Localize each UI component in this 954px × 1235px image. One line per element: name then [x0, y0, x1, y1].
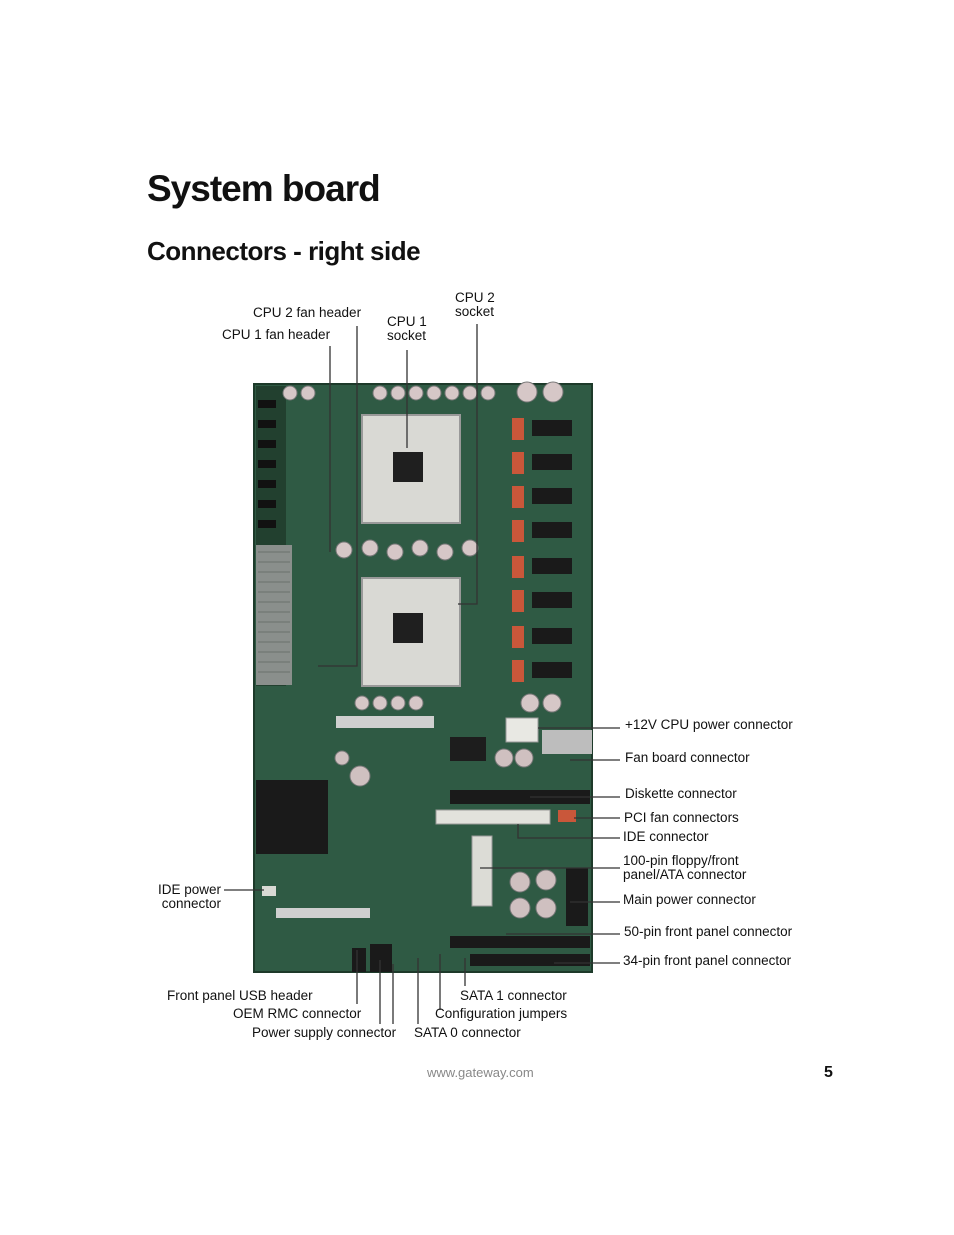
label-ide-power-line1: IDE power [157, 882, 221, 897]
ide-connector-block [435, 809, 551, 825]
main-chipset [256, 780, 328, 854]
label-fan-board-connector: Fan board connector [625, 750, 750, 765]
label-front-panel-usb-header: Front panel USB header [167, 988, 313, 1003]
section-title: Connectors - right side [147, 236, 421, 266]
cpu1-socket-center [393, 452, 423, 482]
label-pci-fan-connectors: PCI fan connectors [624, 810, 739, 825]
cpu2-socket-center [393, 613, 423, 643]
label-sata0-connector: SATA 0 connector [414, 1025, 521, 1040]
vrm-mosfets [532, 420, 572, 678]
pci-fan-block [558, 810, 576, 822]
footer-url: www.gateway.com [427, 1065, 534, 1080]
callout-ide [517, 824, 620, 839]
label-cpu-power-connector: +12V CPU power connector [625, 717, 793, 732]
label-cpu2-socket-line1: CPU 2 [455, 290, 495, 305]
left-slots [258, 400, 276, 528]
chipset-small [450, 737, 486, 761]
label-diskette-connector: Diskette connector [625, 786, 737, 801]
top-capacitors [282, 381, 564, 713]
label-cpu2-fan-header: CPU 2 fan header [253, 305, 362, 320]
bottom-strip [276, 908, 370, 918]
page-number: 5 [824, 1064, 833, 1081]
fp34-block [470, 954, 590, 966]
label-floppy-line1: 100-pin floppy/front [623, 853, 739, 868]
diskette-connector-block [450, 790, 590, 804]
fp50-block [450, 936, 590, 948]
label-configuration-jumpers: Configuration jumpers [435, 1006, 568, 1021]
label-cpu1-socket-line2: socket [387, 328, 427, 343]
heatsink-fins [258, 551, 290, 673]
ide-power-block [262, 886, 276, 896]
label-power-supply-connector: Power supply connector [252, 1025, 397, 1040]
board-texture [253, 383, 593, 973]
label-floppy-line2: panel/ATA connector [623, 867, 747, 882]
heatsink [256, 545, 292, 685]
floppy-connector-block [471, 835, 493, 907]
label-cpu2-socket-line2: socket [455, 304, 495, 319]
cpu-power-connector [505, 717, 539, 743]
label-cpu1-socket-line1: CPU 1 [387, 314, 427, 329]
psu-block [370, 944, 392, 972]
callout-lines [224, 324, 620, 1024]
main-power-block [566, 868, 588, 926]
main-power-caps [334, 748, 557, 919]
label-oem-rmc-connector: OEM RMC connector [233, 1006, 362, 1021]
label-ide-power-line2: connector [161, 896, 221, 911]
memory-slot [336, 716, 434, 728]
usb-header-block [352, 948, 366, 972]
callout-cpu2-fan [318, 326, 358, 667]
label-ide-connector: IDE connector [623, 829, 709, 844]
label-34pin-front-panel: 34-pin front panel connector [623, 953, 792, 968]
callout-cpu2-socket [458, 324, 478, 605]
label-sata1-connector: SATA 1 connector [460, 988, 567, 1003]
page-title: System board [147, 168, 381, 209]
fan-board-connector-block [542, 730, 592, 754]
label-cpu1-fan-header: CPU 1 fan header [222, 327, 331, 342]
label-50pin-front-panel: 50-pin front panel connector [624, 924, 793, 939]
vrm-chokes [512, 418, 524, 682]
label-main-power-connector: Main power connector [623, 892, 756, 907]
